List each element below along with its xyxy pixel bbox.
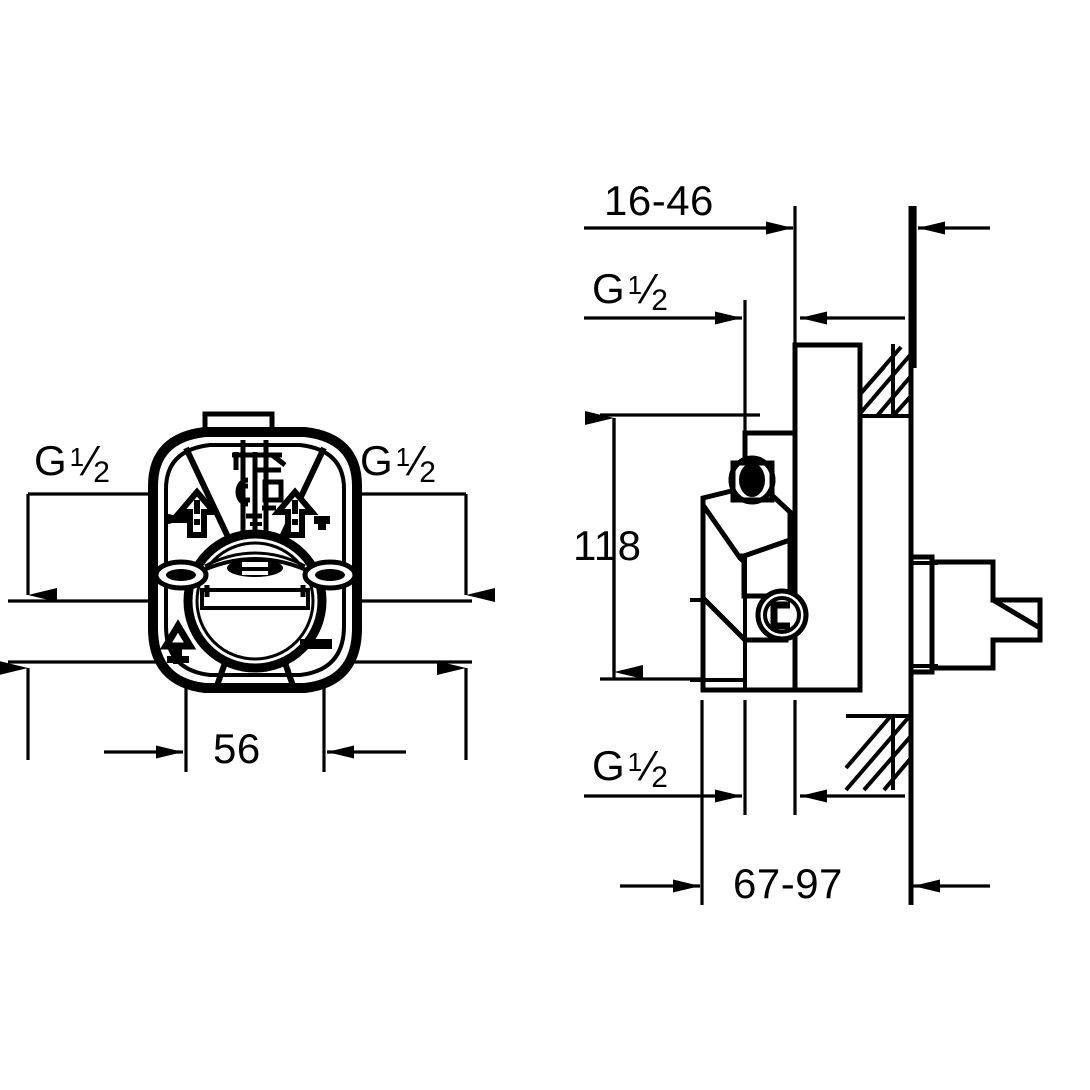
logo-stamp-icon [232,452,287,535]
dimension-label-67-97: 67-97 [733,860,843,907]
trim-escutcheon-right [908,554,1043,675]
dimension-label-118: 118 [573,522,642,569]
top-cap-stamp [227,559,283,577]
valve-internal-lines [690,556,795,692]
escutcheon-inner-outline [164,443,346,677]
lower-right-marking-icon [300,639,332,649]
arrow-up-right-icon [271,487,319,538]
arrow-up-left-icon [173,487,221,538]
escutcheon-face-detail [153,440,357,688]
hot-marking-icon [314,516,330,530]
knurled-cap-icon [728,455,776,505]
dimension-label-56: 56 [213,725,261,772]
dimension-label-16-46: 16-46 [604,177,714,224]
recycle-icon [159,619,197,664]
retaining-ring-icon [755,588,809,642]
front-view-group [0,411,495,772]
escutcheon-front-view [148,411,362,693]
cold-marking-icon [164,514,192,524]
trim-detail-lines [911,561,938,668]
section-view-group [584,206,1043,905]
section-escutcheon-plate [792,342,863,693]
